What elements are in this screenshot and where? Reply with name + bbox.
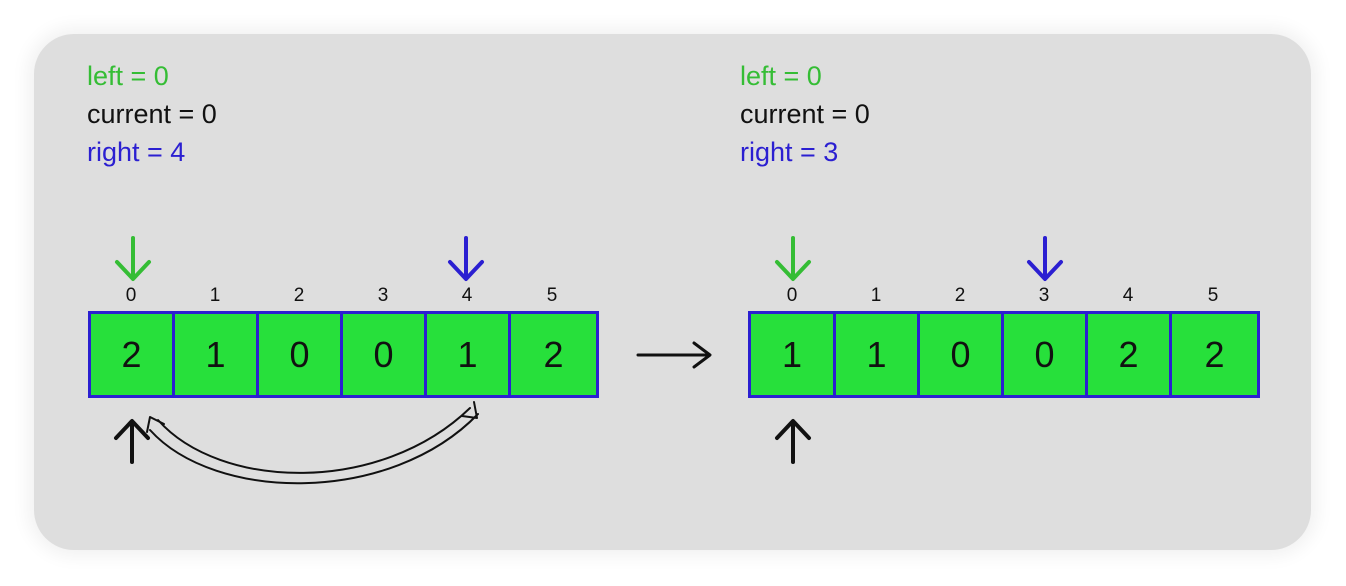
swap-curve-icon xyxy=(146,401,479,485)
before-index: 0 xyxy=(125,285,137,306)
before-right-var: right = 4 xyxy=(87,137,186,167)
after-left-pointer-arrow-icon xyxy=(775,236,811,281)
after-right-pointer-arrow-icon xyxy=(1027,236,1063,281)
after-current-var: current = 0 xyxy=(740,99,870,129)
after-left-var: left = 0 xyxy=(740,61,822,91)
before-index: 1 xyxy=(209,285,221,306)
after-array-cell: 2 xyxy=(1169,311,1260,398)
after-array-cell: 1 xyxy=(833,311,920,398)
after-array-cell: 0 xyxy=(917,311,1004,398)
after-right-var: right = 3 xyxy=(740,137,839,167)
before-current-pointer-arrow-icon xyxy=(114,419,150,464)
before-current-var: current = 0 xyxy=(87,99,217,129)
after-index: 0 xyxy=(786,285,798,306)
before-index: 4 xyxy=(461,285,473,306)
before-array-cell: 0 xyxy=(256,311,343,398)
before-array-cell: 2 xyxy=(88,311,175,398)
before-left-pointer-arrow-icon xyxy=(115,236,151,281)
after-index: 4 xyxy=(1122,285,1134,306)
before-index: 3 xyxy=(377,285,389,306)
after-current-pointer-arrow-icon xyxy=(775,419,811,464)
after-index: 1 xyxy=(870,285,882,306)
before-right-pointer-arrow-icon xyxy=(448,236,484,281)
after-array-cell: 1 xyxy=(748,311,836,398)
before-array-cell: 2 xyxy=(508,311,599,398)
after-array-cell: 2 xyxy=(1085,311,1172,398)
after-index: 3 xyxy=(1038,285,1050,306)
after-index: 5 xyxy=(1207,285,1219,306)
before-left-var: left = 0 xyxy=(87,61,169,91)
before-index: 2 xyxy=(293,285,305,306)
diagram-card xyxy=(34,34,1311,550)
before-index: 5 xyxy=(546,285,558,306)
after-array-cell: 0 xyxy=(1001,311,1088,398)
before-array-cell: 0 xyxy=(340,311,427,398)
transition-arrow-icon xyxy=(636,341,712,369)
after-index: 2 xyxy=(954,285,966,306)
